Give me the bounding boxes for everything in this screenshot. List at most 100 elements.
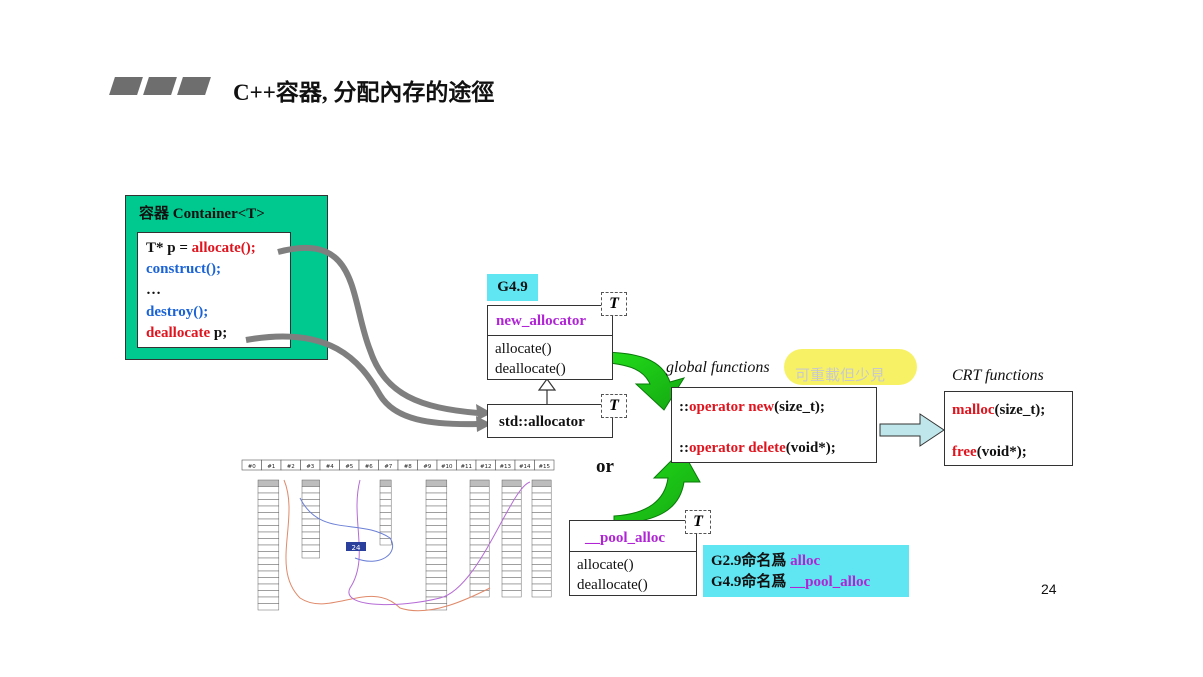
freelist-block [469,557,490,565]
container-code-box [137,232,291,348]
freelist-header-label: #0 [248,464,257,470]
freelist-block [469,551,490,559]
pool-alloc-template-param: T [685,510,711,534]
op-delete-prefix: :: [679,440,689,456]
freelist-header-label: #3 [306,464,315,470]
freelist-block [425,505,448,513]
freelist-block [531,564,552,572]
freelist-block [469,525,490,533]
global-functions-box [671,387,877,463]
freelist-block [501,505,522,513]
freelist-block [425,538,448,546]
freelist-header-cell [534,459,555,471]
naming-note-line1: G2.9命名爲 alloc [711,551,820,571]
freelist-block [257,564,280,572]
freelist-block [257,557,280,565]
freelist-header-label: #14 [519,464,531,470]
freelist-block [257,499,280,507]
freelist-block [257,551,280,559]
page-number: 24 [1041,581,1057,597]
freelist-block [425,499,448,507]
freelist-block [501,570,522,578]
freelist-block [257,603,280,611]
freelist-block [301,518,320,526]
freelist-block [425,531,448,539]
freelist-block [501,486,522,494]
code-line-construct: construct(); [146,261,221,277]
g49-version-label: G4.9 [487,274,538,301]
malloc-args: (size_t); [994,402,1046,418]
freelist-block [257,518,280,526]
freelist-block [301,505,320,513]
freelist-link-orange [283,479,491,612]
freelist-block [301,544,320,552]
arrow-deallocate-to-std [245,333,479,428]
code-allocate-call: allocate(); [191,240,256,256]
new-allocator-method-deallocate: deallocate() [495,361,566,377]
new-allocator-template-param: T [601,292,627,316]
inheritance-triangle [537,377,557,391]
std-allocator-template-param: T [601,394,627,418]
freelist-block [257,512,280,520]
freelist-block [501,583,522,591]
freelist-block [425,590,448,598]
freelist-block [379,486,392,494]
freelist-block [531,492,552,500]
freelist-block [425,551,448,559]
freelist-block [425,603,448,611]
freelist-block [501,564,522,572]
freelist-block [257,583,280,591]
op-delete-keyword: operator delete [689,440,786,456]
free-line: free(void*); [952,442,1027,462]
freelist-block [425,525,448,533]
freelist-block [469,590,490,598]
naming-note-line1-prefix: G2.9命名爲 [711,553,791,569]
free-args: (void*); [976,444,1027,460]
freelist-block [425,583,448,591]
freelist-block [425,512,448,520]
freelist-header-label: #8 [404,464,413,470]
freelist-block [425,479,448,487]
freelist-block [257,538,280,546]
freelist-block [531,544,552,552]
freelist-block [531,531,552,539]
free-name: free [952,444,977,460]
op-delete-args: (void*); [785,440,836,456]
freelist-block [301,479,320,487]
global-functions-note: 可重載但少見 [795,367,886,384]
freelist-block [531,583,552,591]
freelist-header-label: #4 [326,464,335,470]
freelist-block [425,564,448,572]
freelist-block [379,518,392,526]
code-line-destroy: destroy(); [146,304,209,320]
freelist-block [531,590,552,598]
freelist-block [469,531,490,539]
freelist-block [379,492,392,500]
freelist-header-label: #9 [423,464,432,470]
freelist-block [469,570,490,578]
freelist-block [257,596,280,604]
op-new-keyword: operator new [689,399,775,415]
crt-functions-label: CRT functions [952,367,1044,384]
freelist-block [469,499,490,507]
freelist-badge: 24 [352,544,361,552]
code-deallocate-suffix: p; [210,325,228,341]
freelist-block [501,590,522,598]
container-title: 容器 Container<T> [139,206,265,222]
freelist-block [469,492,490,500]
freelist-block [531,512,552,520]
global-functions-label: global functions [666,359,770,376]
freelist-block [501,531,522,539]
freelist-block [379,479,392,487]
freelist-block [469,505,490,513]
freelist-header-label: #11 [460,464,472,470]
new-allocator-method-allocate: allocate() [495,341,552,357]
code-line-deallocate: deallocate p; [146,323,227,343]
freelist-block [425,544,448,552]
freelist-block [257,544,280,552]
freelist-block [379,525,392,533]
crt-functions-box [944,391,1073,466]
pool-alloc-method-deallocate: deallocate() [577,577,648,593]
op-new-prefix: :: [679,399,689,415]
code-deallocate-keyword: deallocate [146,325,211,341]
